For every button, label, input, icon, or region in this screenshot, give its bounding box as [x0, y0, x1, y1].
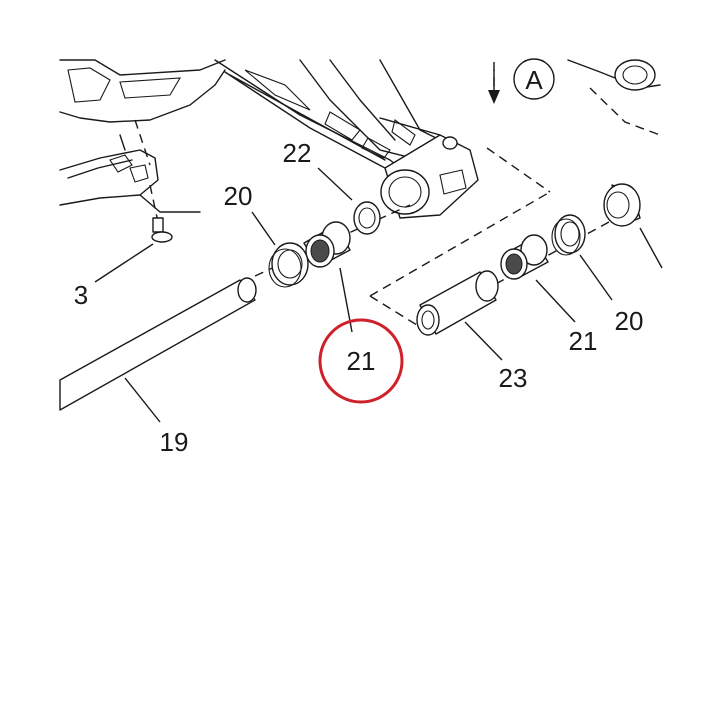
- bolt-part-3: [149, 184, 173, 243]
- callout-20-right: 20: [615, 306, 644, 336]
- callout-23: 23: [499, 363, 528, 393]
- swing-arm: [229, 74, 479, 219]
- right-axis: [416, 183, 641, 336]
- bolt-shank: [152, 217, 164, 233]
- bushing-part-21-right: [500, 234, 549, 280]
- callout-19: 19: [160, 427, 189, 457]
- right-axis-line: [429, 204, 641, 321]
- view-arrow: [488, 69, 500, 104]
- callout-20-left: 20: [224, 181, 253, 211]
- seal-part-20-right-outer: [603, 183, 641, 227]
- shaft-part-19: [59, 277, 257, 411]
- seal-part-20-right-inner: [551, 214, 586, 256]
- bolt-head: [151, 231, 173, 243]
- upper-right-housing: [567, 59, 661, 91]
- washer-part-22: [353, 201, 381, 235]
- frame-structure: [59, 59, 441, 169]
- seal-part-20-left: [268, 242, 309, 288]
- bushing-part-21-left: [303, 221, 351, 268]
- callout-22: 22: [283, 138, 312, 168]
- highlight-circle: [318, 318, 404, 404]
- housing-label-plate: [439, 169, 467, 195]
- callout-21-right: 21: [569, 326, 598, 356]
- callout-3: 3: [74, 280, 88, 310]
- view-marker-a: A: [513, 58, 555, 100]
- callout-21-highlighted: 21: [347, 346, 376, 376]
- housing-bore-outer: [380, 169, 430, 215]
- grease-nipple: [442, 136, 458, 150]
- bolt-axis: [149, 184, 159, 223]
- left-axis-line: [254, 204, 411, 277]
- mount-bracket: [59, 119, 201, 213]
- view-marker-label: A: [525, 65, 543, 95]
- left-axis: [254, 201, 411, 288]
- leader-lines: [94, 167, 663, 423]
- sleeve-part-23: [416, 270, 499, 336]
